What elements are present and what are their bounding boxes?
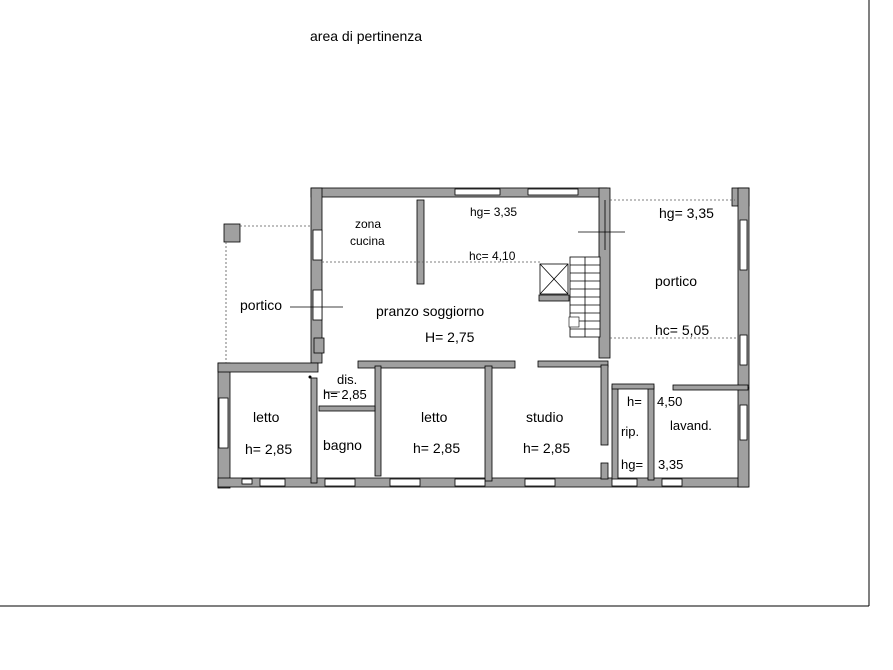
hg-lavand-label: 3,35 — [658, 457, 683, 472]
dis-label: dis. — [337, 372, 357, 387]
staircase — [539, 256, 601, 338]
h-letto2-label: h= 2,85 — [413, 440, 460, 456]
rip-label: rip. — [621, 424, 639, 439]
h-rip-label: h= — [627, 394, 642, 409]
dashed-lines — [225, 199, 738, 363]
portico-right-hc-label: hc= 5,05 — [655, 322, 709, 338]
area-label: area di pertinenza — [310, 28, 422, 44]
portico-right-label: portico — [655, 273, 697, 289]
letto2-label: letto — [421, 409, 448, 425]
studio-label: studio — [526, 409, 564, 425]
h-dis-label: h= 2,85 — [323, 387, 367, 402]
walls — [217, 187, 750, 489]
bagno-label: bagno — [323, 437, 362, 453]
door-marks — [290, 200, 625, 393]
lavand-label: lavand. — [670, 418, 712, 433]
hc-main-label: hc= 4,10 — [469, 249, 516, 263]
letto1-label: letto — [253, 409, 280, 425]
pranzo-label: pranzo soggiorno — [376, 303, 484, 319]
portico-left-label: portico — [240, 297, 282, 313]
zona-label: zona — [355, 217, 381, 231]
h-lavand-label: 4,50 — [657, 394, 682, 409]
portico-right-hg-label: hg= 3,35 — [659, 205, 714, 221]
h-studio-label: h= 2,85 — [523, 440, 570, 456]
hg-kitchen-label: hg= 3,35 — [470, 205, 517, 219]
h-pranzo-label: H= 2,75 — [425, 329, 475, 345]
h-letto1-label: h= 2,85 — [245, 441, 292, 457]
cucina-label: cucina — [350, 234, 385, 248]
hg-rip-label: hg= — [621, 457, 643, 472]
windows — [218, 188, 748, 487]
